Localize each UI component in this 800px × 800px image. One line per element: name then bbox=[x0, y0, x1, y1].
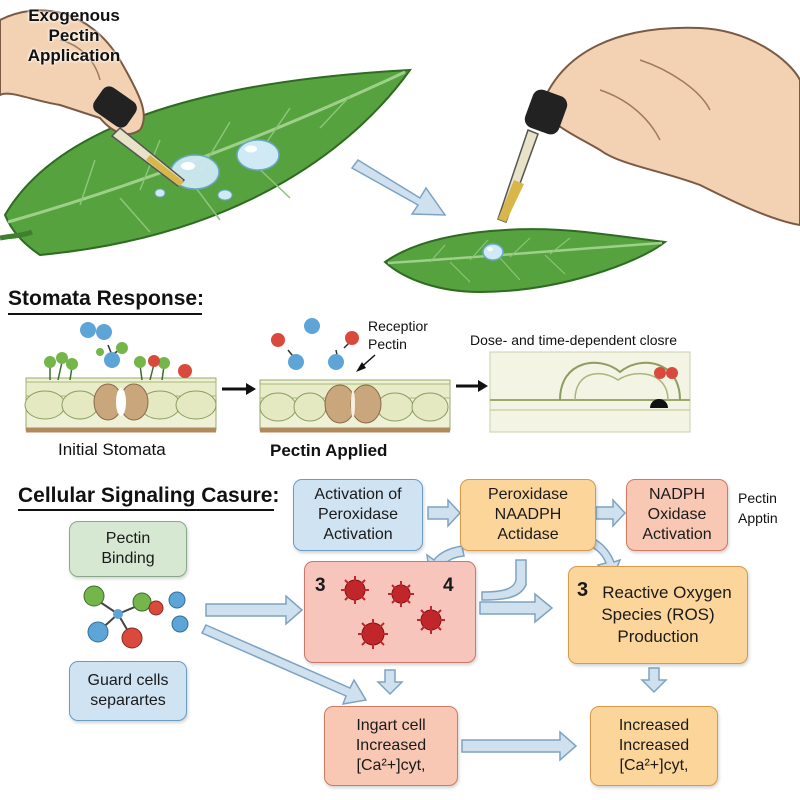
right-leaf bbox=[383, 228, 668, 294]
arrow-activation-to-peroxidase bbox=[427, 498, 462, 528]
right-dropper bbox=[497, 89, 568, 223]
pectin-apptin-side-label: Pectin Apptin bbox=[738, 490, 778, 526]
initial-stomata-caption: Initial Stomata bbox=[58, 440, 166, 459]
arrow-peroxidase-down bbox=[481, 559, 527, 601]
stomata-panel-closed bbox=[489, 351, 691, 433]
number-label-3: 3 bbox=[315, 575, 326, 596]
stomata-response-heading: Stomata Response: bbox=[8, 287, 205, 310]
pectin-label: Pectin bbox=[368, 336, 407, 352]
ros-particle bbox=[358, 619, 388, 649]
arrow-center-down bbox=[376, 669, 404, 696]
ros-number-label: 3 bbox=[577, 579, 589, 601]
ros-particles bbox=[341, 576, 445, 649]
peroxidase-nadph-box: Peroxidase NAADPH Actidase bbox=[460, 479, 596, 551]
increased-ca-box: Increased Increased [Ca²+]cyt, bbox=[590, 706, 718, 786]
activation-of-peroxidase-box: Activation of Peroxidase Activation bbox=[293, 479, 423, 551]
arrow-ros-down bbox=[640, 667, 668, 694]
number-label-4: 4 bbox=[443, 575, 454, 596]
pectin-applied-caption: Pectin Applied bbox=[270, 441, 388, 460]
stomata-panel-initial bbox=[24, 322, 217, 433]
arrow-pectin-to-center bbox=[205, 594, 304, 626]
ros-particle bbox=[341, 576, 369, 604]
pectin-binding-box: Pectin Binding bbox=[69, 521, 187, 577]
stomata-heading-underline bbox=[8, 313, 202, 315]
pectin-molecule-cluster bbox=[83, 585, 189, 649]
arrow-peroxidase-to-nadph bbox=[595, 498, 627, 528]
ros-particles-box: 3 4 bbox=[304, 561, 476, 663]
ros-production-box: 3 Reactive Oxygen Species (ROS) Producti… bbox=[568, 566, 748, 664]
right-hand bbox=[538, 26, 800, 227]
leaf-transition-arrow bbox=[350, 159, 447, 216]
arrow-center-to-ros bbox=[479, 592, 554, 624]
left-dropper bbox=[93, 86, 186, 187]
receptor-label: Receptior bbox=[368, 318, 428, 334]
signaling-heading-underline bbox=[18, 509, 274, 511]
closure-label: Dose- and time-dependent closre bbox=[470, 332, 678, 348]
exogenous-pectin-application-label: Exogenous Pectin Application bbox=[27, 6, 121, 65]
ingart-cell-box: Ingart cell Increased [Ca²+]cyt, bbox=[324, 706, 458, 786]
pectin-application-illustration bbox=[0, 9, 800, 294]
guard-cells-box: Guard cells separartes bbox=[69, 661, 187, 721]
arrow-ingart-to-increased bbox=[461, 730, 578, 762]
ros-particle bbox=[417, 606, 445, 634]
ros-particle bbox=[388, 581, 414, 607]
cellular-signaling-heading: Cellular Signaling Casure: bbox=[18, 484, 280, 507]
nadph-oxidase-activation-box: NADPH Oxidase Activation bbox=[626, 479, 728, 551]
